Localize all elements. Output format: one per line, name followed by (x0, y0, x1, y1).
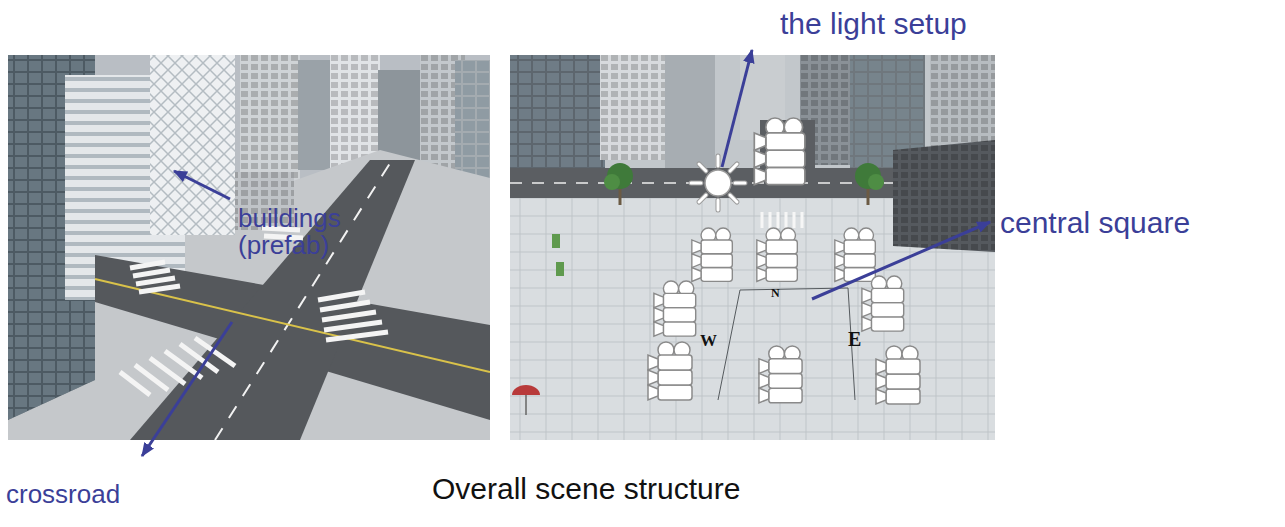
central-square-screenshot (761, 212, 764, 228)
central-square-screenshot (600, 55, 670, 160)
camera-icon (654, 281, 696, 336)
compass-letter: N (771, 287, 780, 300)
crossroad-screenshot (130, 160, 415, 440)
central-square-screenshot (604, 174, 620, 190)
crossroad-screenshot (318, 292, 365, 300)
figure-caption: Overall scene structure (432, 472, 740, 505)
central-square-screenshot (769, 212, 772, 228)
central-square-screenshot (600, 55, 670, 160)
light-icon (730, 195, 737, 202)
leader-arrow (812, 222, 990, 299)
central-square-screenshot (893, 140, 995, 252)
central-square-screenshot (793, 212, 796, 228)
light-icon (716, 156, 721, 166)
light-icon (716, 200, 721, 210)
annotation-label: central square (1000, 207, 1190, 239)
central-square-screenshot (552, 234, 560, 248)
crossroad-screenshot (195, 338, 235, 366)
camera-icon (876, 346, 920, 404)
compass-letter: W (700, 332, 717, 350)
central-square-screenshot (801, 212, 804, 228)
light-icon (691, 156, 745, 210)
camera-icon (692, 228, 732, 281)
crossroad-screenshot (322, 312, 376, 320)
central-square-screenshot (762, 212, 802, 228)
central-square-screenshot (525, 395, 527, 415)
light-icon (730, 164, 737, 171)
light-icon (699, 195, 706, 202)
central-square-screenshot (868, 174, 884, 190)
leader-arrow (722, 50, 752, 167)
crossroad-screenshot (215, 160, 392, 440)
crossroad-screenshot (324, 322, 382, 330)
central-square-screenshot (718, 290, 740, 400)
central-square-screenshot (777, 212, 780, 228)
camera-icon (862, 276, 904, 331)
light-icon (730, 164, 737, 171)
light-icon (699, 164, 706, 171)
light-icon (717, 200, 720, 210)
light-icon (735, 182, 745, 185)
crossroad-screenshot (8, 55, 490, 440)
crossroad-screenshot (150, 55, 235, 235)
central-square-screenshot (893, 140, 995, 252)
crossroad-screenshot (133, 270, 170, 276)
camera-icon (648, 342, 692, 400)
crossroad-screenshot (8, 55, 490, 440)
compass-letter: E (848, 329, 861, 350)
light-icon (691, 156, 745, 210)
light-icon (717, 156, 720, 166)
light-icon (735, 181, 745, 186)
annotation-label: the light setup (780, 8, 967, 40)
central-square-screenshot (510, 55, 995, 440)
central-square-screenshot (512, 385, 540, 395)
camera-icon (648, 118, 920, 404)
light-icon (691, 182, 701, 185)
crossroad-screenshot (326, 332, 388, 340)
light-icon (691, 181, 701, 186)
camera-icon (759, 346, 802, 403)
crossroad-screenshot (150, 55, 235, 235)
central-square-screenshot (510, 55, 605, 170)
light-icon (699, 195, 706, 202)
crossroad-screenshot (320, 302, 370, 310)
camera-icon (757, 228, 797, 281)
central-square-screenshot (510, 55, 605, 170)
leader-arrow (142, 50, 990, 456)
central-square-screenshot (510, 55, 995, 440)
light-icon (691, 156, 745, 210)
camera-icon (754, 118, 805, 185)
annotation-label: buildings (prefab) (238, 205, 378, 260)
crossroad-screenshot (136, 278, 175, 284)
crossroad-screenshot (139, 286, 180, 292)
leader-arrow (142, 322, 232, 456)
leader-arrow (174, 171, 230, 199)
central-square-screenshot (665, 55, 715, 175)
central-square-screenshot (556, 262, 564, 276)
annotation-label: crossroad (6, 481, 120, 508)
light-icon (705, 170, 731, 196)
central-square-screenshot (785, 212, 788, 228)
light-icon (699, 164, 706, 171)
crossroad-screenshot (130, 262, 165, 268)
light-icon (730, 195, 737, 202)
